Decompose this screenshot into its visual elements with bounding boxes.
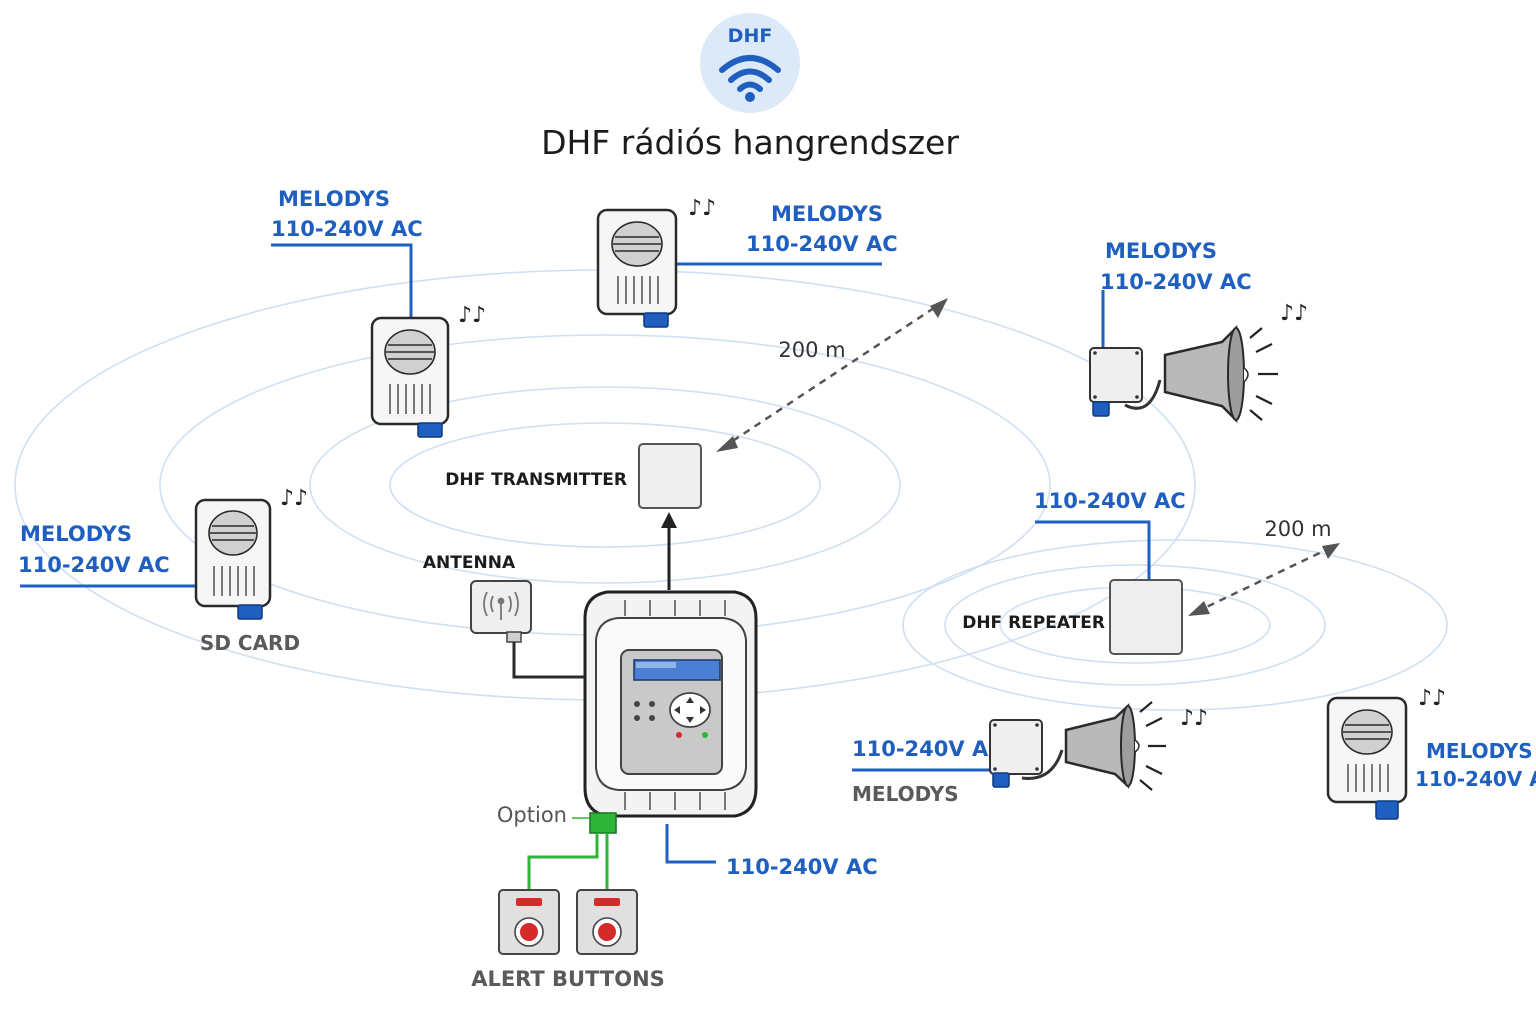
antenna-label: ANTENNA [423,553,516,573]
dhf-repeater: 110-240V AC DHF REPEATER [962,489,1186,655]
distance-label-repeater: 200 m [1264,517,1331,541]
alert-button-1[interactable] [498,889,560,955]
alert-buttons-label: ALERT BUTTONS [471,967,665,991]
horn-icon [1163,324,1249,424]
alert-button-2[interactable] [576,889,638,955]
horn-bottom-name: MELODYS [852,782,959,806]
transmitter-label: DHF TRANSMITTER [445,470,627,490]
horn-bottom: 110-240V AC MELODYS ♪♪ [852,701,1208,806]
speaker-1: MELODYS 110-240V AC ♪♪ [18,486,308,620]
speaker-3: MELODYS 110-240V AC ♪♪ [596,196,898,328]
logo-text: DHF [728,25,773,47]
antenna-icon [483,591,519,620]
option-connector: Option [497,803,617,890]
music-note-icon: ♪♪ [688,196,716,221]
speaker-3-name: MELODYS [771,202,883,226]
dhf-logo: DHF [700,13,800,113]
speaker-2-voltage: 110-240V AC [271,217,423,241]
speaker-1-name: MELODYS [20,522,132,546]
music-note-icon: ♪♪ [1280,301,1308,326]
main-unit-power: 110-240V AC [665,824,878,879]
music-note-icon: ♪♪ [1418,686,1446,711]
music-note-icon: ♪♪ [1180,706,1208,731]
sd-card-label: SD CARD [200,631,300,655]
speaker-4: MELODYS 110-240V AC ♪♪ [1326,686,1536,820]
speaker-2: MELODYS 110-240V AC ♪♪ [271,187,486,438]
speaker-3-voltage: 110-240V AC [746,232,898,256]
horn-top-voltage: 110-240V AC [1100,270,1252,294]
repeater-label: DHF REPEATER [962,613,1105,633]
distance-label-main: 200 m [778,338,845,362]
range-arrow-main: 200 m [716,298,948,452]
wifi-icon [719,55,781,92]
option-label: Option [497,803,567,827]
dhf-transmitter: DHF TRANSMITTER [445,443,702,590]
nav-keypad[interactable] [669,692,711,728]
speaker-4-name: MELODYS [1426,739,1533,763]
main-unit-voltage: 110-240V AC [726,855,878,879]
repeater-voltage: 110-240V AC [1034,489,1186,513]
horn-bottom-voltage: 110-240V AC [852,737,1004,761]
main-control-unit [583,590,758,818]
antenna: ANTENNA [423,553,588,679]
speaker-1-voltage: 110-240V AC [18,553,170,577]
horn-top-name: MELODYS [1105,239,1217,263]
music-note-icon: ♪♪ [458,303,486,328]
page-title: DHF rádiós hangrendszer [541,123,959,162]
horn-icon [1064,703,1140,789]
music-note-icon: ♪♪ [280,486,308,511]
horn-top: MELODYS 110-240V AC ♪♪ [1089,239,1308,424]
speaker-2-name: MELODYS [278,187,390,211]
range-arrow-repeater: 200 m [1188,517,1340,616]
speaker-4-voltage: 110-240V AC [1415,767,1536,791]
